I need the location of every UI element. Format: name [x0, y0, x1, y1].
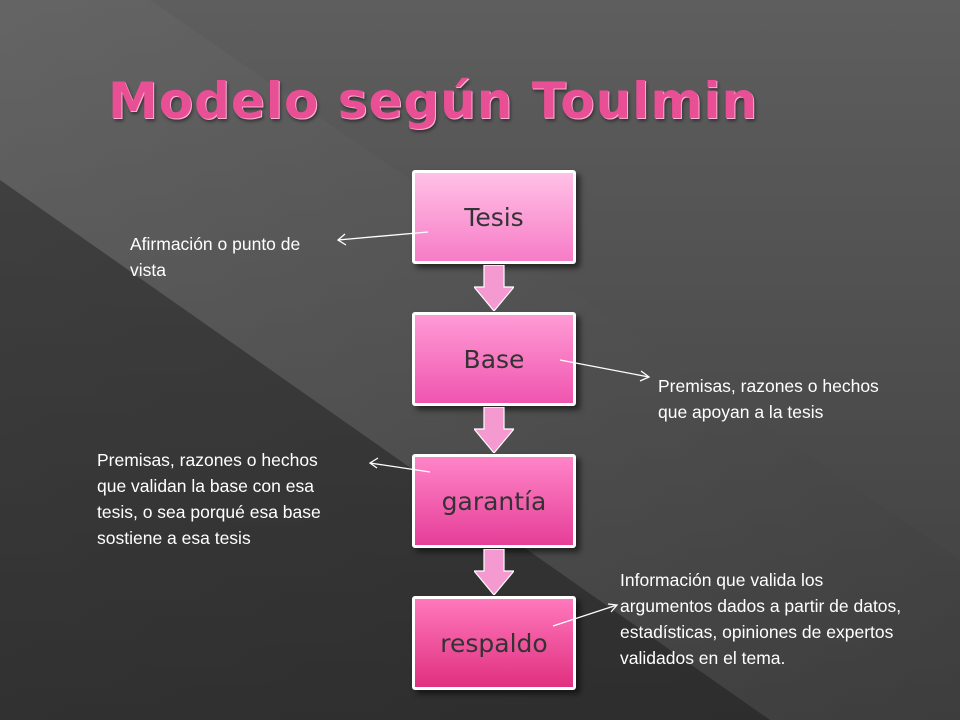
tesis-box: Tesis — [412, 170, 576, 264]
garantia-box: garantía — [412, 454, 576, 548]
down-arrow-icon — [474, 407, 514, 453]
tesis-label: Tesis — [464, 202, 524, 232]
base-note: Premisas, razones o hechos que apoyan a … — [658, 376, 879, 422]
garantia-note: Premisas, razones o hechos que validan l… — [97, 450, 321, 548]
down-arrow-icon — [474, 265, 514, 311]
base-box: Base — [412, 312, 576, 406]
garantia-label: garantía — [441, 486, 547, 516]
tesis-note: Afirmación o punto de vista — [130, 234, 301, 280]
down-arrow-icon — [474, 549, 514, 595]
page-title: Modelo según Toulmin — [108, 72, 759, 130]
respaldo-box: respaldo — [412, 596, 576, 690]
respaldo-note: Información que valida los argumentos da… — [620, 570, 902, 668]
respaldo-label: respaldo — [440, 628, 548, 658]
base-label: Base — [463, 344, 525, 374]
